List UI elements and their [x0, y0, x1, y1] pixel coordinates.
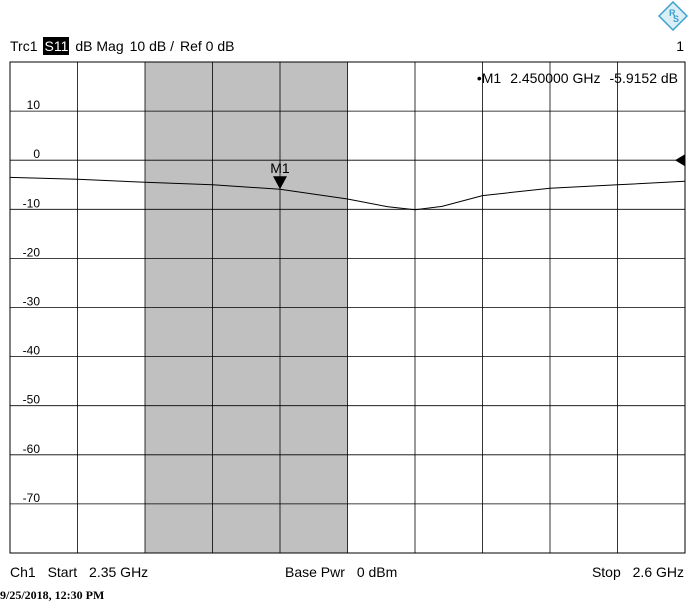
power-label[interactable]: Base Pwr: [285, 564, 345, 580]
start-value[interactable]: 2.35 GHz: [89, 564, 149, 580]
format-label[interactable]: dB Mag: [75, 38, 124, 54]
svg-text:S: S: [673, 14, 679, 24]
trace-number: 1: [676, 38, 684, 54]
trace-line-s11: [9, 176, 686, 211]
y-tick-label: -20: [23, 245, 41, 259]
y-tick-labels: 10 0 -10 -20 -30 -40 -50 -60 -70: [23, 98, 41, 505]
channel-label[interactable]: Ch1: [10, 564, 36, 580]
reference-level-marker-icon: [675, 154, 685, 167]
footer-right: Stop 2.6 GHz: [592, 563, 684, 581]
marker-readout-freq: 2.450000 GHz: [510, 70, 600, 86]
y-tick-label: 10: [27, 98, 41, 112]
marker-readout-value: -5.9152 dB: [610, 70, 679, 86]
stop-value[interactable]: 2.6 GHz: [632, 564, 684, 580]
plot-frame: [9, 61, 686, 554]
y-tick-label: -30: [23, 295, 41, 309]
marker-m1-triangle-icon: [273, 176, 287, 190]
y-tick-label: -40: [23, 344, 41, 358]
trace-header: Trc1 S11 dB Mag 10 dB / Ref 0 dB: [10, 37, 240, 55]
marker-readout-label: •M1: [477, 70, 502, 86]
marker-m1-label: M1: [270, 160, 290, 176]
timestamp: 9/25/2018, 12:30 PM: [0, 588, 105, 602]
parameter-badge[interactable]: S11: [43, 37, 70, 55]
footer-center: Base Pwr 0 dBm: [285, 563, 405, 581]
y-tick-label: -70: [23, 491, 41, 505]
power-value[interactable]: 0 dBm: [356, 564, 398, 580]
stop-label[interactable]: Stop: [591, 564, 621, 580]
y-tick-label: -50: [23, 393, 41, 407]
ref-label[interactable]: Ref 0 dB: [179, 38, 235, 54]
grid: [10, 62, 685, 553]
footer-left: Ch1 Start 2.35 GHz: [10, 563, 156, 581]
y-tick-label: -60: [23, 442, 41, 456]
trace-name[interactable]: Trc1: [10, 38, 38, 54]
scale-label[interactable]: 10 dB /: [129, 38, 174, 54]
y-tick-label: 0: [33, 147, 40, 161]
rohde-schwarz-logo-icon: R S: [657, 0, 689, 32]
y-tick-label: -10: [23, 196, 41, 210]
start-label[interactable]: Start: [47, 564, 78, 580]
svg-text:R: R: [669, 8, 676, 18]
marker-readout: •M1 2.450000 GHz -5.9152 dB: [477, 70, 678, 86]
